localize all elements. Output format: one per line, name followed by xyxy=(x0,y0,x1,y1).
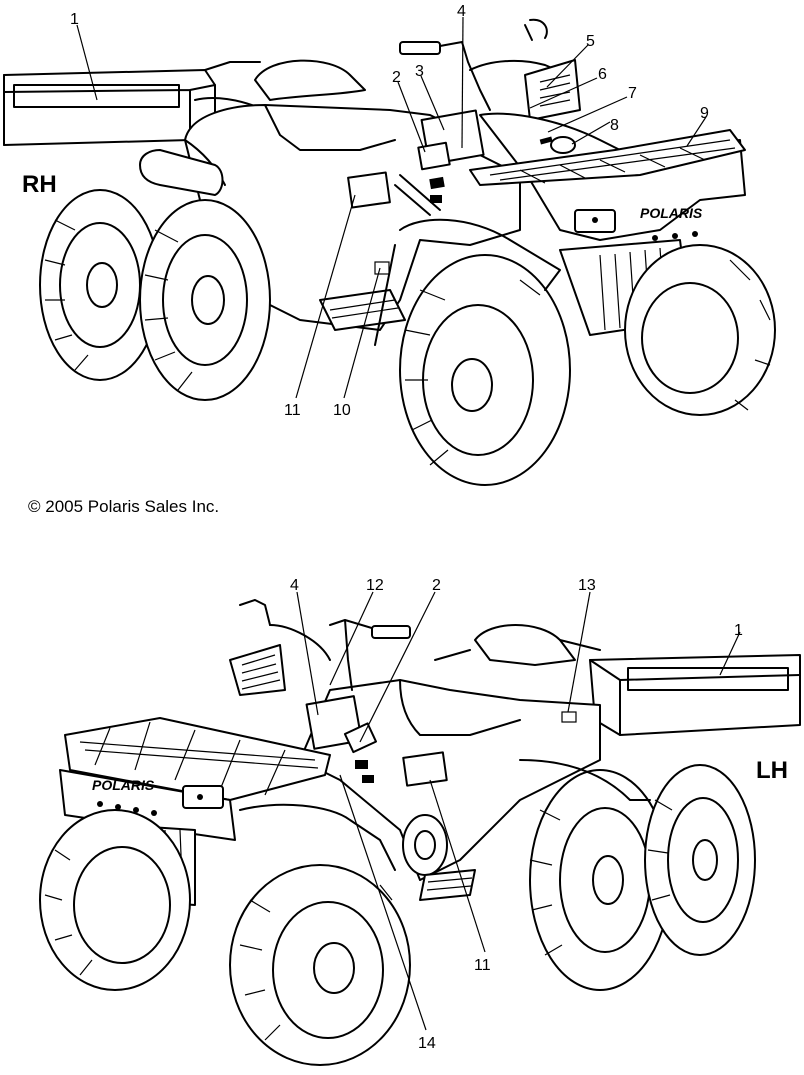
rh-callout-11: 11 xyxy=(284,402,301,419)
lh-leader-lines xyxy=(296,591,741,1031)
lh-callout-12: 12 xyxy=(366,577,384,594)
rh-callout-7: 7 xyxy=(628,85,637,102)
rh-front-wheel-right xyxy=(399,254,571,486)
rh-front-wheel-left xyxy=(624,244,776,416)
lh-decal-11-panel xyxy=(402,751,448,787)
rh-handlebar xyxy=(399,18,576,111)
lh-callouts: 1 2 4 11 12 13 14 xyxy=(290,577,743,1052)
lh-side-label: LH xyxy=(756,757,788,784)
rh-decal-10-panel xyxy=(374,261,390,275)
rh-callout-2: 2 xyxy=(392,69,401,86)
lh-decal-13-panel xyxy=(561,711,577,723)
lh-handlebar xyxy=(239,599,411,691)
rh-callouts: 1 2 3 4 5 6 7 8 9 10 11 xyxy=(70,3,709,419)
rh-leader-lines xyxy=(76,16,707,399)
lh-atv-drawing: POLARIS xyxy=(39,599,801,1066)
rh-seat xyxy=(254,59,366,101)
rh-headlight-pod xyxy=(524,59,581,121)
lh-rear-wheel-1 xyxy=(529,769,671,991)
lh-callout-2: 2 xyxy=(432,577,441,594)
rh-muffler xyxy=(139,149,224,196)
rh-callout-3: 3 xyxy=(415,63,424,80)
rh-front-rack: POLARIS xyxy=(469,112,746,241)
rh-callout-5: 5 xyxy=(586,33,595,50)
rh-side-label: RH xyxy=(22,171,57,198)
rh-decal-11-panel xyxy=(347,171,391,209)
rh-atv-drawing: POLARIS xyxy=(3,18,776,486)
rh-callout-9: 9 xyxy=(700,105,709,122)
rh-callout-8: 8 xyxy=(610,117,619,134)
lh-callout-1: 1 xyxy=(734,622,743,639)
lh-seat xyxy=(474,624,576,666)
rh-callout-1: 1 xyxy=(70,11,79,28)
copyright-notice: © 2005 Polaris Sales Inc. xyxy=(28,497,219,516)
lh-headlight-pod xyxy=(229,644,286,696)
rh-callout-10: 10 xyxy=(333,402,351,419)
lh-grille-brand: POLARIS xyxy=(92,777,155,793)
rh-grille-brand: POLARIS xyxy=(640,205,703,221)
rh-decal-8-panel xyxy=(550,136,576,154)
lh-front-wheel-left xyxy=(39,809,191,991)
lh-front-wheel-right xyxy=(229,864,411,1066)
rh-callout-4: 4 xyxy=(457,3,466,20)
lh-decal-1-panel xyxy=(627,667,789,691)
lh-rear-wheel-2 xyxy=(644,764,756,956)
lh-callout-13: 13 xyxy=(578,577,596,594)
lh-front-rack: POLARIS xyxy=(59,717,331,841)
lh-callout-14: 14 xyxy=(418,1035,436,1052)
rh-decal-1-panel xyxy=(13,84,180,108)
lh-callout-11: 11 xyxy=(474,957,491,974)
lh-callout-4: 4 xyxy=(290,577,299,594)
rh-callout-6: 6 xyxy=(598,66,607,83)
lh-body xyxy=(299,679,601,881)
rh-rear-wheel-2 xyxy=(139,199,271,401)
lh-cargo-box xyxy=(589,654,801,736)
